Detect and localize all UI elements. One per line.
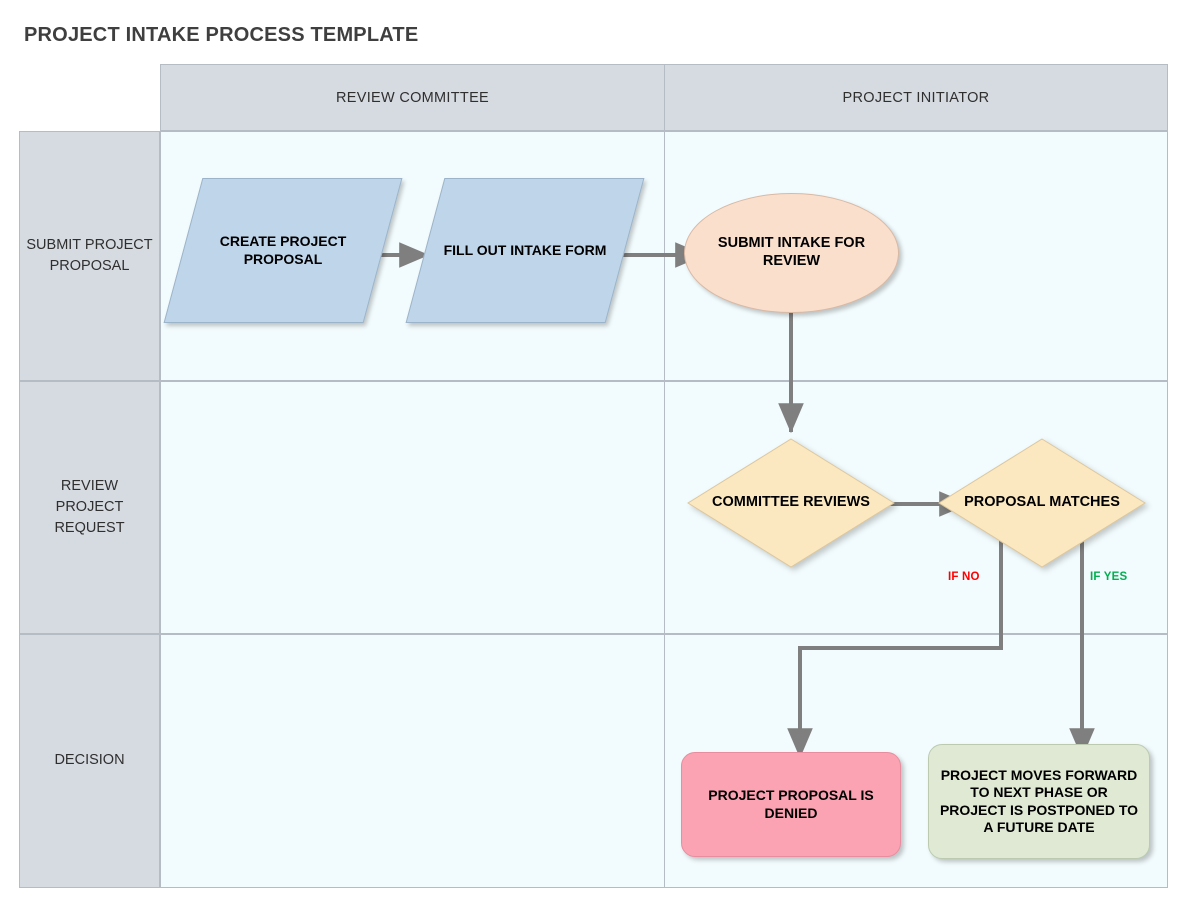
node-label-submit-intake-for-review: SUBMIT INTAKE FOR REVIEW xyxy=(717,235,866,269)
diamond-shape xyxy=(687,438,895,568)
node-label-create-project-proposal: CREATE PROJECT PROPOSAL xyxy=(219,233,347,267)
diamond-shape xyxy=(938,438,1146,568)
row-label-decision: DECISION xyxy=(19,634,160,888)
node-label-committee-reviews: COMMITTEE REVIEWS xyxy=(712,494,870,511)
row-label-review-project-request: REVIEW PROJECT REQUEST xyxy=(19,381,160,634)
edge-label-if-no: IF NO xyxy=(948,571,980,583)
node-project-moves-forward[interactable]: PROJECT MOVES FORWARD TO NEXT PHASE OR P… xyxy=(928,744,1150,859)
lane-header-review-committee: REVIEW COMMITTEE xyxy=(160,64,665,131)
lane-header-project-initiator: PROJECT INITIATOR xyxy=(664,64,1168,131)
node-label-project-proposal-is-denied: PROJECT PROPOSAL IS DENIED xyxy=(708,787,874,821)
node-project-proposal-is-denied[interactable]: PROJECT PROPOSAL IS DENIED xyxy=(681,752,901,857)
edge-label-if-yes: IF YES xyxy=(1090,571,1128,583)
node-label-fill-out-intake-form: FILL OUT INTAKE FORM xyxy=(443,241,607,258)
page-title: PROJECT INTAKE PROCESS TEMPLATE xyxy=(24,24,419,46)
row-label-submit-project-proposal: SUBMIT PROJECT PROPOSAL xyxy=(19,131,160,381)
cell-review-committee-decision xyxy=(160,634,665,888)
node-proposal-matches[interactable]: PROPOSAL MATCHES xyxy=(937,437,1147,569)
node-create-project-proposal[interactable]: CREATE PROJECT PROPOSAL xyxy=(163,178,403,323)
cell-review-committee-review xyxy=(160,381,665,634)
node-label-proposal-matches: PROPOSAL MATCHES xyxy=(964,494,1120,511)
node-submit-intake-for-review[interactable]: SUBMIT INTAKE FOR REVIEW xyxy=(684,193,899,313)
node-label-project-moves-forward: PROJECT MOVES FORWARD TO NEXT PHASE OR P… xyxy=(939,767,1139,835)
swimlane-corner-cell xyxy=(19,64,160,131)
ellipse-shape xyxy=(684,193,899,313)
node-committee-reviews[interactable]: COMMITTEE REVIEWS xyxy=(686,437,896,569)
node-fill-out-intake-form[interactable]: FILL OUT INTAKE FORM xyxy=(405,178,645,323)
